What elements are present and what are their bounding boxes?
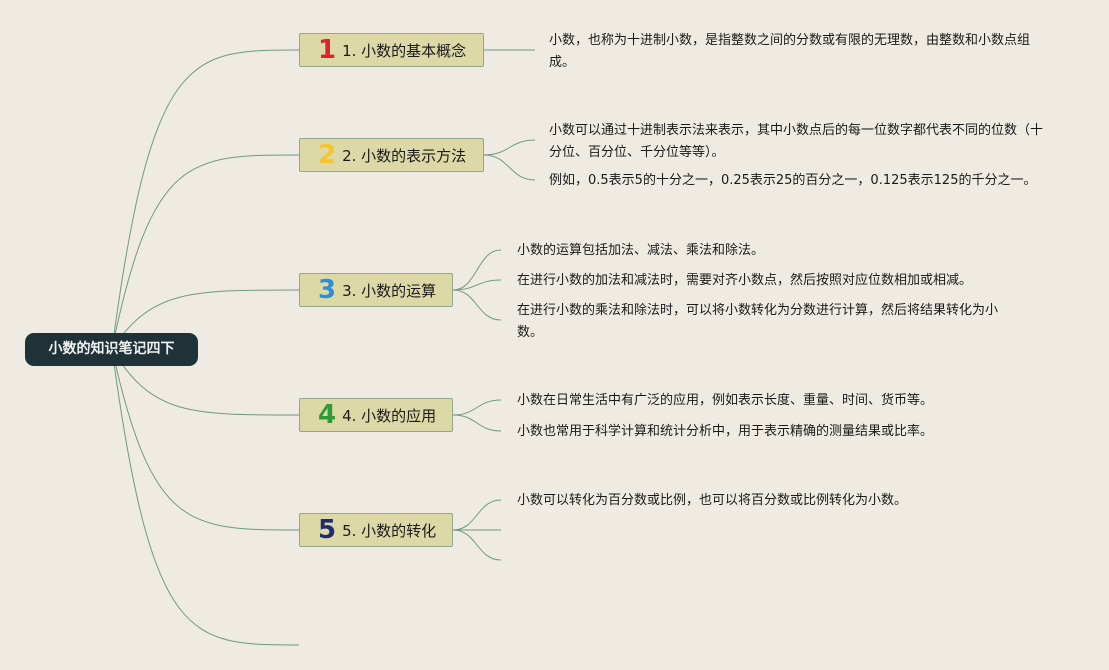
number-2-icon: 2 <box>318 140 337 170</box>
topic-node-4[interactable]: 4 4. 小数的应用 <box>299 398 453 432</box>
root-link-1 <box>111 49 300 350</box>
topic-3-link-1 <box>452 249 502 291</box>
topic-5-item-1: 小数可以转化为百分数或比例，也可以将百分数或比例转化为小数。 <box>517 493 908 508</box>
number-3-icon: 3 <box>318 275 337 305</box>
topic-5-link-3 <box>452 529 502 561</box>
root-link-6 <box>111 348 300 646</box>
number-1-icon: 1 <box>318 35 337 65</box>
topic-node-2[interactable]: 2 2. 小数的表示方法 <box>299 138 484 172</box>
root-link-4 <box>111 348 300 416</box>
topic-1-item-1: 小数，也称为十进制小数，是指整数之间的分数或有限的无理数，由整数和小数点组成。 <box>549 33 1031 70</box>
root-link-2 <box>111 154 300 350</box>
topic-label-3: 3. 小数的运算 <box>342 281 437 300</box>
topic-3-item-2: 在进行小数的加法和减法时，需要对齐小数点，然后按照对应位数相加或相减。 <box>517 273 973 288</box>
topic-label-1: 1. 小数的基本概念 <box>342 41 467 60</box>
topic-2-link-2 <box>483 154 536 181</box>
topic-3-item-3: 在进行小数的乘法和除法时，可以将小数转化为分数进行计算，然后将结果转化为小数。 <box>517 303 999 340</box>
topic-node-1[interactable]: 1 1. 小数的基本概念 <box>299 33 484 67</box>
number-4-icon: 4 <box>318 400 337 430</box>
topic-3-link-2 <box>452 279 502 291</box>
root-link-3 <box>111 289 300 350</box>
topic-3-item-1: 小数的运算包括加法、减法、乘法和除法。 <box>517 243 765 258</box>
topic-label-2: 2. 小数的表示方法 <box>342 146 467 165</box>
topic-3-link-3 <box>452 289 502 321</box>
topic-2-link-1 <box>483 139 536 156</box>
topic-2-item-2: 例如，0.5表示5的十分之一，0.25表示25的百分之一，0.125表示125的… <box>549 173 1037 188</box>
number-5-icon: 5 <box>318 515 337 545</box>
topic-2-item-1: 小数可以通过十进制表示法来表示，其中小数点后的每一位数字都代表不同的位数（十分位… <box>549 123 1044 160</box>
topic-label-4: 4. 小数的应用 <box>342 406 437 425</box>
topic-node-5[interactable]: 5 5. 小数的转化 <box>299 513 453 547</box>
root-link-5 <box>111 348 300 531</box>
topic-label-5: 5. 小数的转化 <box>342 521 437 540</box>
topic-4-link-2 <box>452 414 502 432</box>
topic-4-item-2: 小数也常用于科学计算和统计分析中，用于表示精确的测量结果或比率。 <box>517 424 934 439</box>
topic-5-link-1 <box>452 499 502 531</box>
topic-node-3[interactable]: 3 3. 小数的运算 <box>299 273 453 307</box>
root-node[interactable]: 小数的知识笔记四下 <box>25 333 198 366</box>
topic-4-item-1: 小数在日常生活中有广泛的应用，例如表示长度、重量、时间、货币等。 <box>517 393 934 408</box>
topic-4-link-1 <box>452 399 502 416</box>
